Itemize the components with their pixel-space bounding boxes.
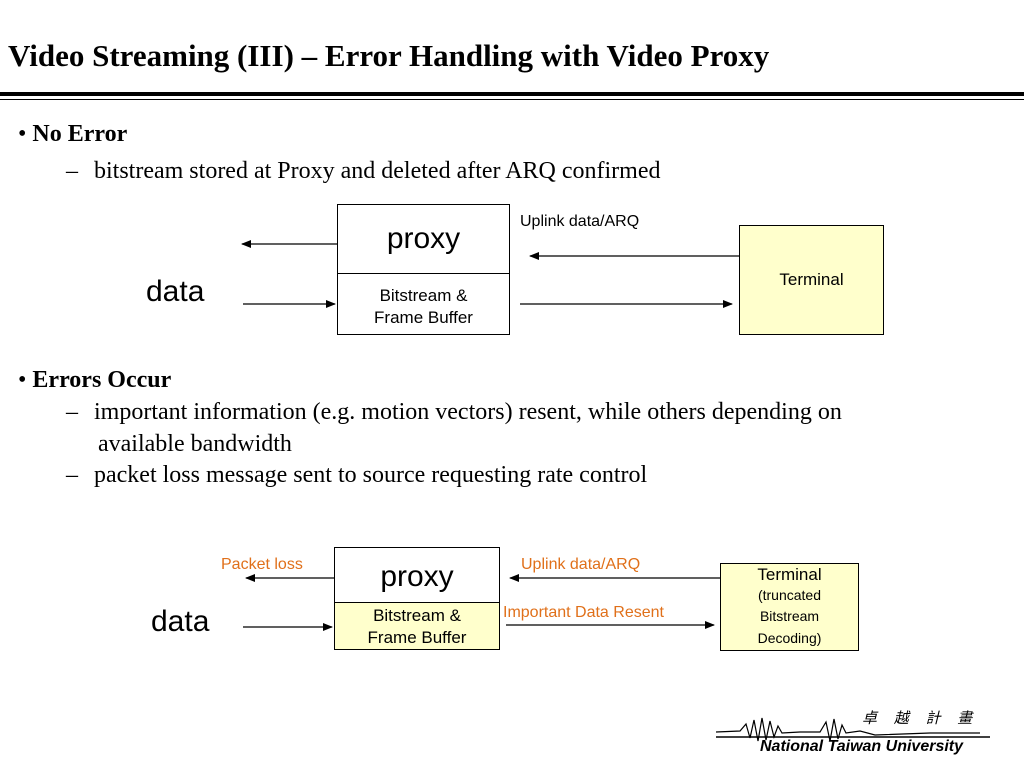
proxy-label-1: proxy — [386, 222, 461, 255]
terminal-label-2: Terminal (truncated Bitstream Decoding) — [757, 565, 822, 646]
data-label-1: data — [146, 275, 205, 308]
proxy-border-2 — [334, 547, 500, 650]
uplink-label-1: Uplink data/ARQ — [520, 213, 640, 230]
buffer-label-1: Bitstream & Frame Buffer — [374, 286, 473, 327]
buffer-fill-2 — [334, 602, 500, 650]
proxy-divider-1 — [337, 273, 510, 274]
buffer-label-2: Bitstream & Frame Buffer — [367, 606, 467, 647]
bullet-dot: • — [18, 367, 27, 393]
terminal-box-1 — [739, 225, 884, 335]
data-label-2: data — [151, 605, 210, 638]
title-rule — [0, 92, 1024, 96]
logo-waveform — [715, 717, 980, 742]
sub-item: –packet loss message sent to source requ… — [66, 462, 648, 488]
bullet-dot: • — [18, 121, 27, 147]
terminal-box-2 — [720, 563, 859, 651]
page-title: Video Streaming (III) – Error Handling w… — [8, 38, 770, 73]
sub-item-continued: available bandwidth — [98, 431, 292, 457]
terminal-label-1: Terminal — [779, 270, 844, 289]
sub-item: –important information (e.g. motion vect… — [66, 399, 842, 425]
uplink-label-2: Uplink data/ARQ — [521, 556, 641, 573]
footer-university: National Taiwan University — [760, 738, 964, 755]
footer-chinese-motto: 卓 越 計 畫 — [862, 709, 979, 727]
title-rule-thin — [0, 99, 1024, 100]
bullet-no-error: •No Error — [18, 121, 128, 147]
sub-item: –bitstream stored at Proxy and deleted a… — [66, 158, 661, 184]
bullet-errors-occur: •Errors Occur — [18, 367, 172, 393]
packet-loss-label: Packet loss — [221, 556, 303, 573]
proxy-box-1 — [337, 204, 510, 335]
resent-label: Important Data Resent — [503, 604, 664, 621]
proxy-label-2: proxy — [380, 560, 454, 593]
